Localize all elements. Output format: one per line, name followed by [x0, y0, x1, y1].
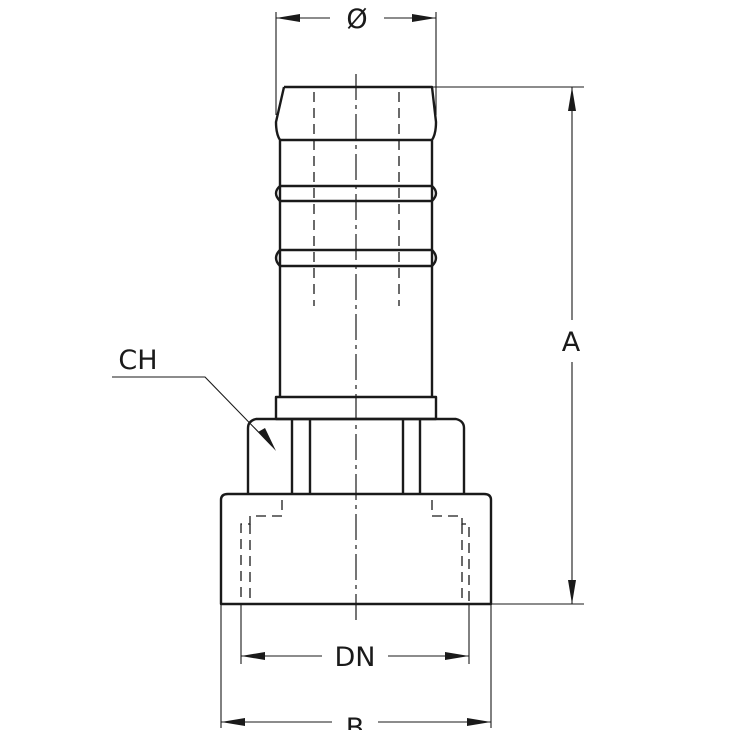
dimensions: [112, 12, 584, 728]
ring-lower: [274, 248, 438, 268]
barb-outline: [274, 85, 438, 397]
thread-arrow-right: [445, 652, 469, 660]
hex-leader-line: [112, 376, 273, 447]
ring-upper: [274, 184, 438, 203]
length-label: A: [562, 327, 581, 358]
arrowheads: [221, 14, 576, 726]
length-arrow-bottom: [568, 580, 576, 604]
diameter-arrow-right: [412, 14, 436, 22]
hex-leader-arrow: [258, 428, 276, 451]
thread-right-hidden: [431, 500, 470, 602]
diameter-arrow-left: [276, 14, 300, 22]
length-arrow-top: [568, 87, 576, 111]
outer-label: B: [346, 713, 365, 730]
hidden-lines: [240, 92, 470, 602]
outer-arrow-left: [221, 718, 245, 726]
hex-label: CH: [118, 345, 157, 376]
thread-left-hidden: [240, 500, 283, 602]
diameter-label: Ø: [346, 4, 367, 35]
thread-label: DN: [335, 642, 376, 673]
outer-arrow-right: [467, 718, 491, 726]
thread-arrow-left: [241, 652, 265, 660]
bottom-nut: [219, 492, 493, 606]
fitting-body: [219, 85, 493, 606]
